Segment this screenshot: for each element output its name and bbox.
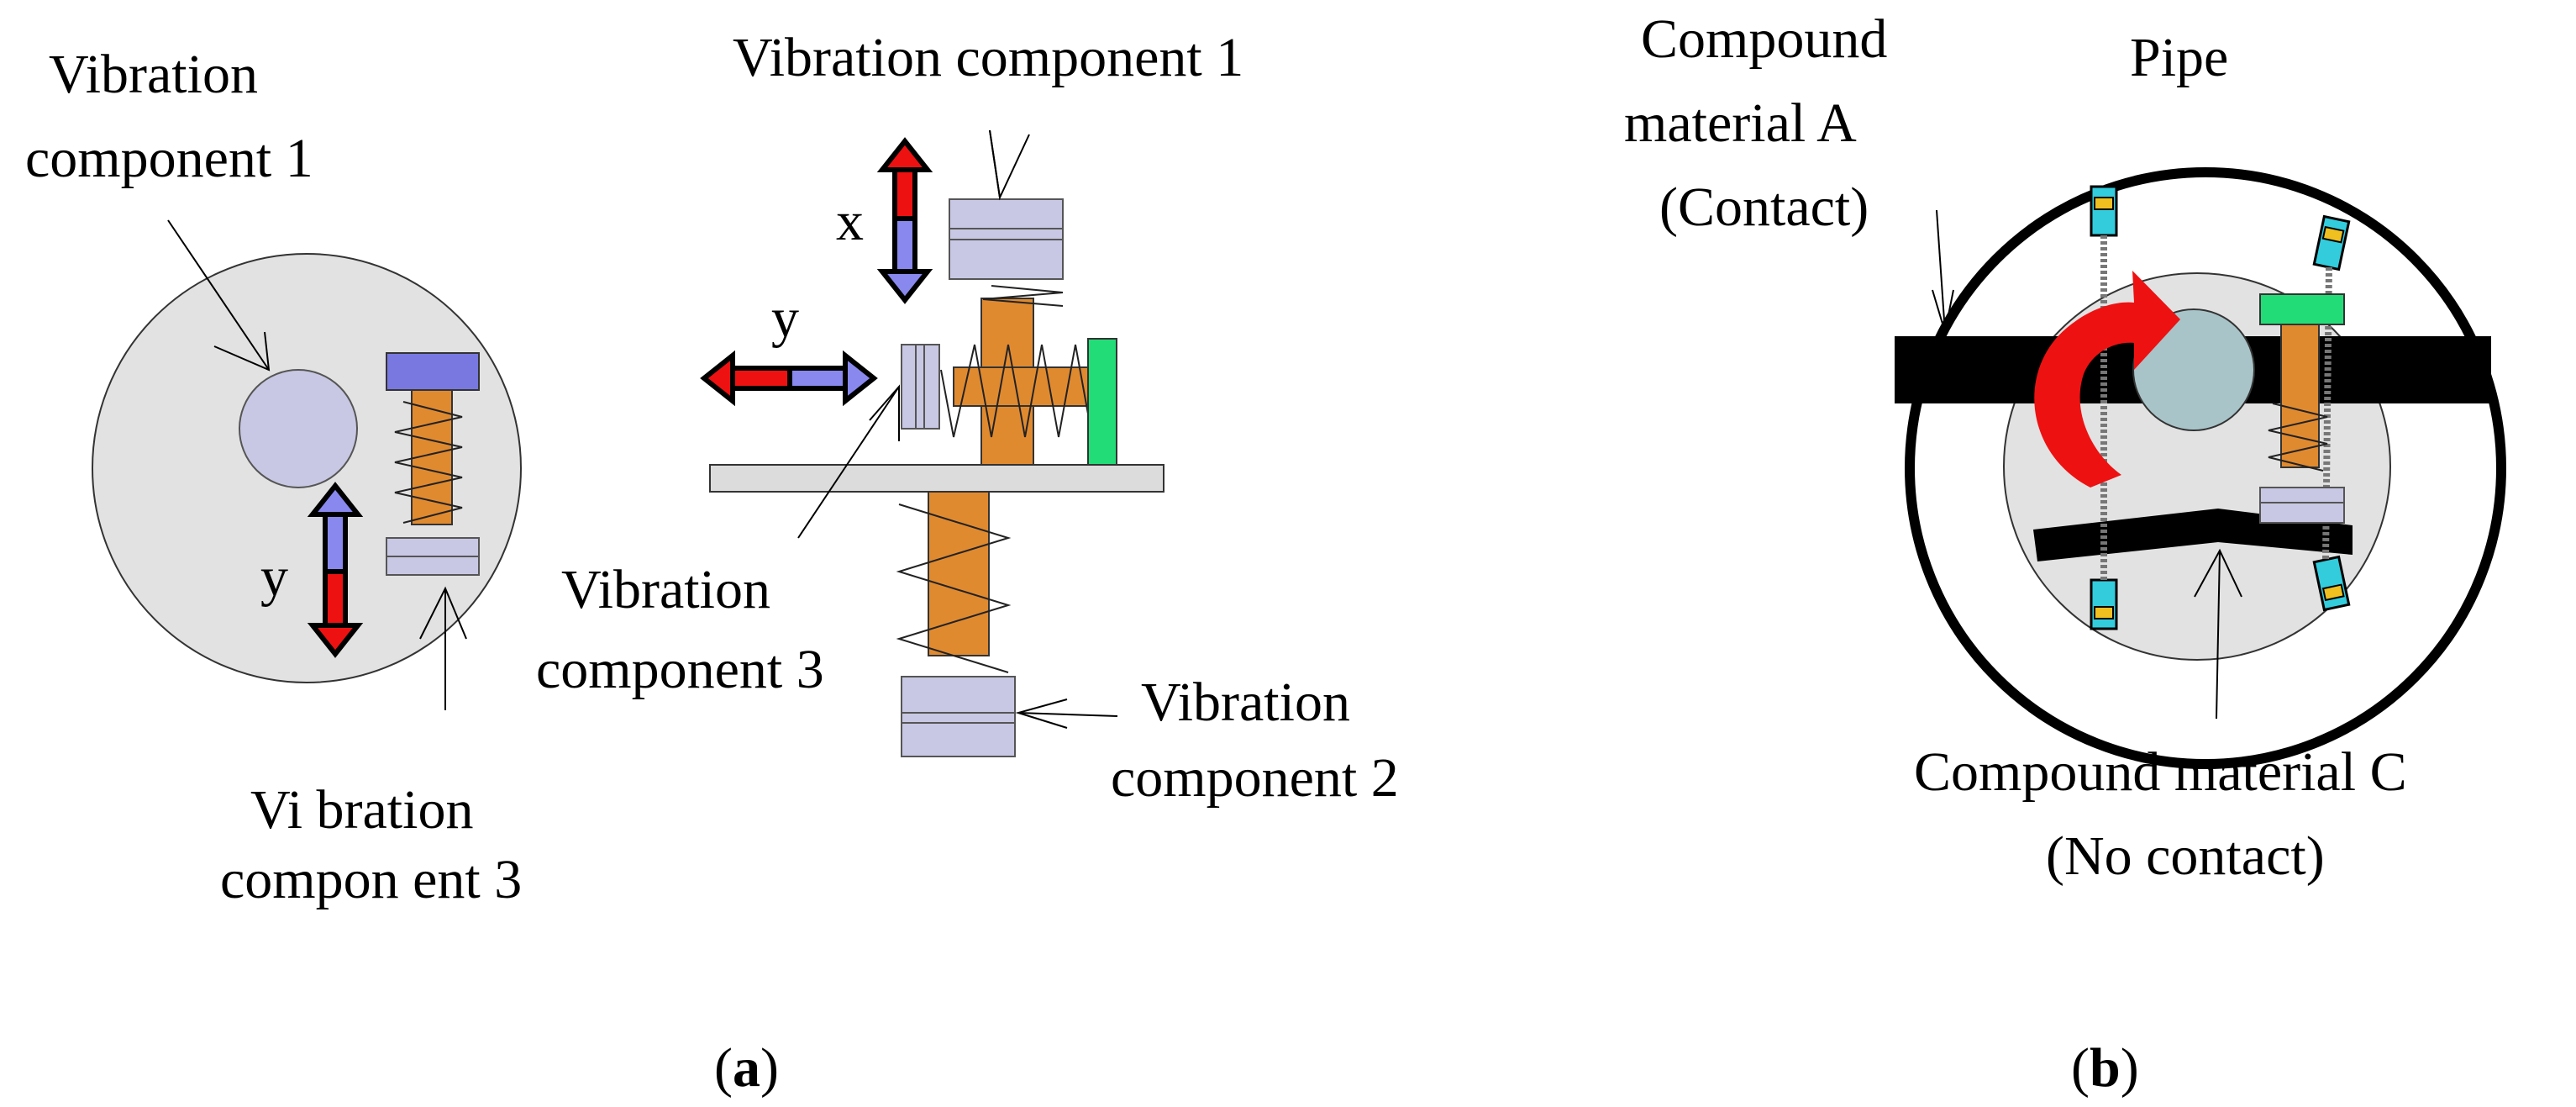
label-vc3-left-line1: Vi bration bbox=[250, 779, 473, 841]
leader-compound-a bbox=[1936, 209, 1946, 333]
label-pipe: Pipe bbox=[2130, 27, 2228, 88]
axis-x: x bbox=[836, 191, 864, 252]
label-vc1-top: Vibration component 1 bbox=[733, 27, 1243, 88]
pipe-core bbox=[2132, 308, 2255, 431]
label-vc3-left-line2: compon ent 3 bbox=[220, 849, 522, 910]
label-vc1-left-line1: Vibration bbox=[49, 44, 258, 105]
label-compound-a-line3: (Contact) bbox=[1659, 177, 1869, 238]
panel-a-side-view: x y Vibration component 1 Vibration comp… bbox=[536, 27, 1399, 809]
label-compound-c-line2: (No contact) bbox=[2046, 825, 2325, 887]
label-compound-a-line2: material A bbox=[1624, 92, 1857, 154]
panel-a-top-view: y Vibration component 1 Vi bration compo… bbox=[25, 44, 522, 910]
leader-vc3-mid bbox=[797, 386, 900, 539]
label-compound-a-line1: Compound bbox=[1641, 8, 1887, 70]
green-plate bbox=[1087, 338, 1117, 466]
label-vc3-mid-line2: component 3 bbox=[536, 639, 824, 700]
leader-compound-c bbox=[2216, 550, 2221, 720]
caption-a: (a) bbox=[714, 1037, 779, 1099]
spring-horizontal bbox=[940, 344, 1093, 438]
label-compound-c-line1: Compound material C bbox=[1914, 741, 2407, 803]
leader-vc1-left-tick bbox=[213, 331, 271, 372]
blue-head-block bbox=[386, 352, 480, 391]
label-vc2-line2: component 2 bbox=[1111, 747, 1399, 809]
green-head-block bbox=[2259, 293, 2345, 325]
caption-b: (b) bbox=[2071, 1037, 2139, 1099]
label-vc2-line1: Vibration bbox=[1141, 672, 1350, 733]
spring-lower bbox=[896, 503, 1012, 673]
axis-y-left: y bbox=[260, 546, 288, 608]
spring-b bbox=[2268, 403, 2328, 472]
leader-vc2 bbox=[1017, 712, 1118, 717]
orange-rod-b bbox=[2280, 324, 2320, 468]
axis-y-top: y bbox=[771, 287, 799, 349]
vibration-block-b bbox=[2259, 487, 2345, 524]
y-axis-arrow-top bbox=[700, 350, 878, 407]
rotation-arrow bbox=[2034, 271, 2180, 488]
y-axis-arrow-left bbox=[307, 482, 364, 658]
clamp-left-top bbox=[2090, 185, 2118, 237]
clamp-left-bottom bbox=[2090, 578, 2118, 630]
vibration-component-2-block bbox=[901, 676, 1016, 757]
panel-b-pipe-section: Compound material A (Contact) Pipe Compo… bbox=[1624, 8, 2506, 887]
label-vc3-mid-line1: Vibration bbox=[561, 559, 770, 620]
x-axis-arrow bbox=[876, 137, 933, 304]
orange-lower-rod bbox=[928, 491, 990, 656]
leader-vc1-left bbox=[167, 219, 270, 371]
spring-left-view bbox=[394, 401, 463, 524]
base-plate bbox=[709, 464, 1164, 493]
label-vc1-left-line2: component 1 bbox=[25, 128, 313, 189]
vibration-component-3-side-block bbox=[901, 344, 940, 430]
spring-vertical-top bbox=[982, 285, 1064, 307]
vibration-component-1-disk bbox=[239, 369, 358, 488]
